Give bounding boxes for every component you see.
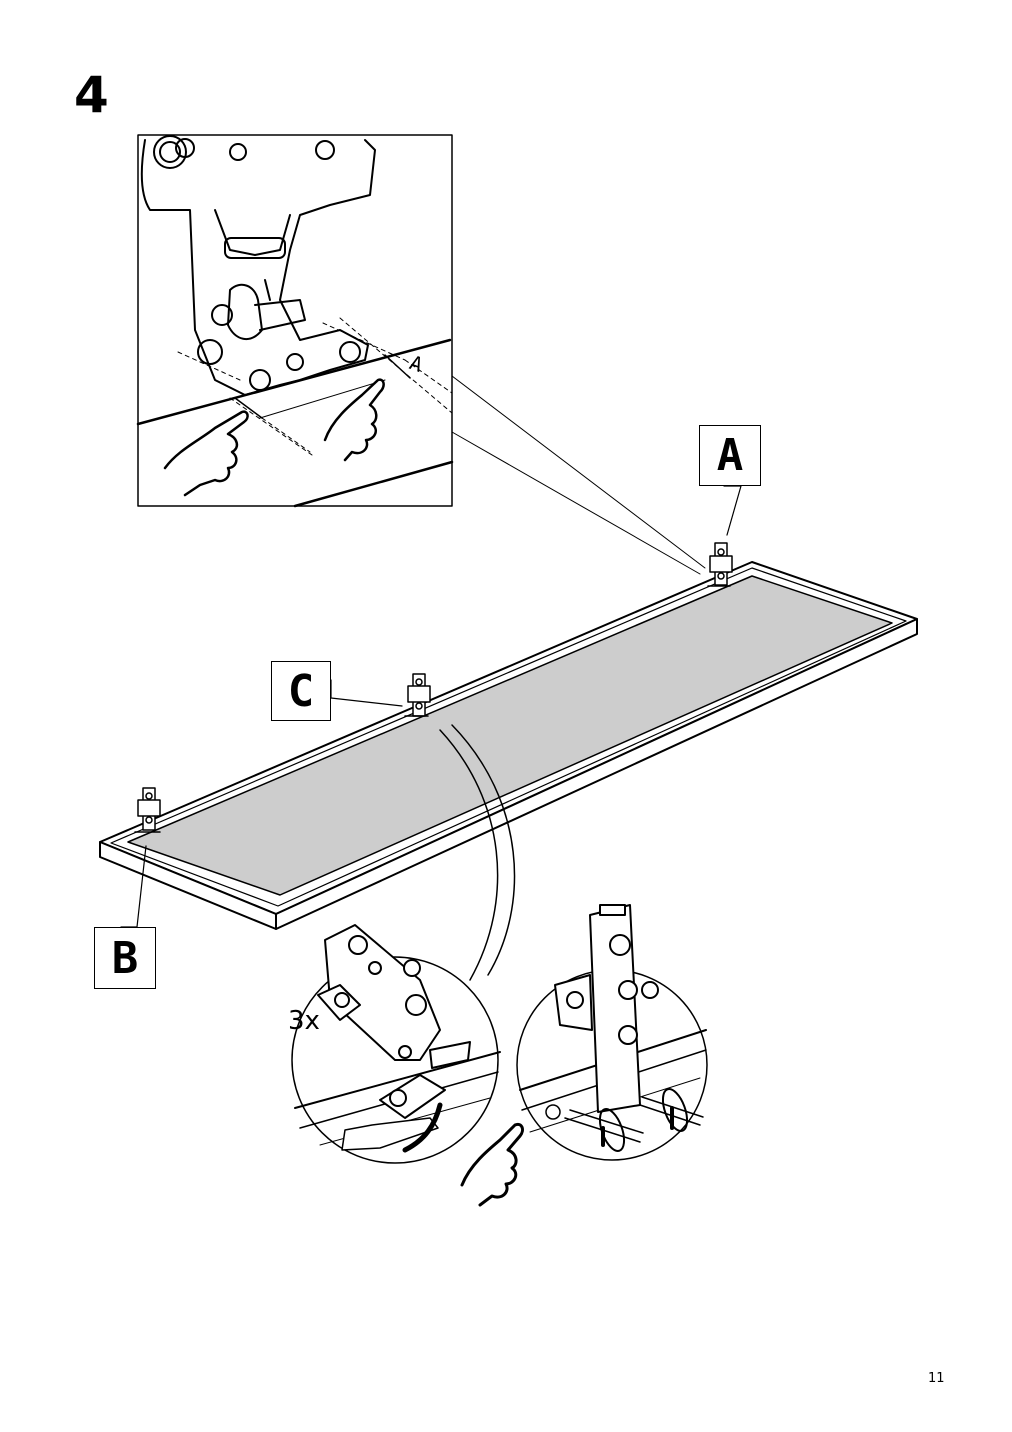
hinge-detail-view: A: [136, 134, 706, 575]
page-number: 11: [928, 1371, 945, 1386]
hinge-icon: [317, 924, 471, 1119]
callout-box-a: A: [699, 425, 761, 486]
callout-letter-a: A: [716, 430, 744, 481]
hinge-icon: [554, 904, 659, 1113]
hinge-icon: [140, 135, 376, 396]
pointing-hand-icon: [460, 1122, 524, 1207]
callout-letter-c: C: [287, 665, 315, 717]
hinge-c: [404, 673, 431, 717]
screwdriver-icon: [545, 1096, 704, 1143]
door-panel: [99, 561, 918, 930]
callout-letter-b: B: [111, 932, 139, 984]
hinge-mount-detail-left: [291, 924, 501, 1164]
pointing-hand-icon: [163, 378, 385, 497]
quantity-label: 3x: [288, 1006, 320, 1036]
callout-box-b: B: [94, 927, 156, 989]
hinge-adjust-detail-right: [516, 904, 708, 1161]
step-number: 4: [74, 66, 109, 124]
hinge-b: [134, 787, 161, 833]
hinge-a: [707, 542, 733, 587]
callout-box-c: C: [271, 661, 331, 721]
